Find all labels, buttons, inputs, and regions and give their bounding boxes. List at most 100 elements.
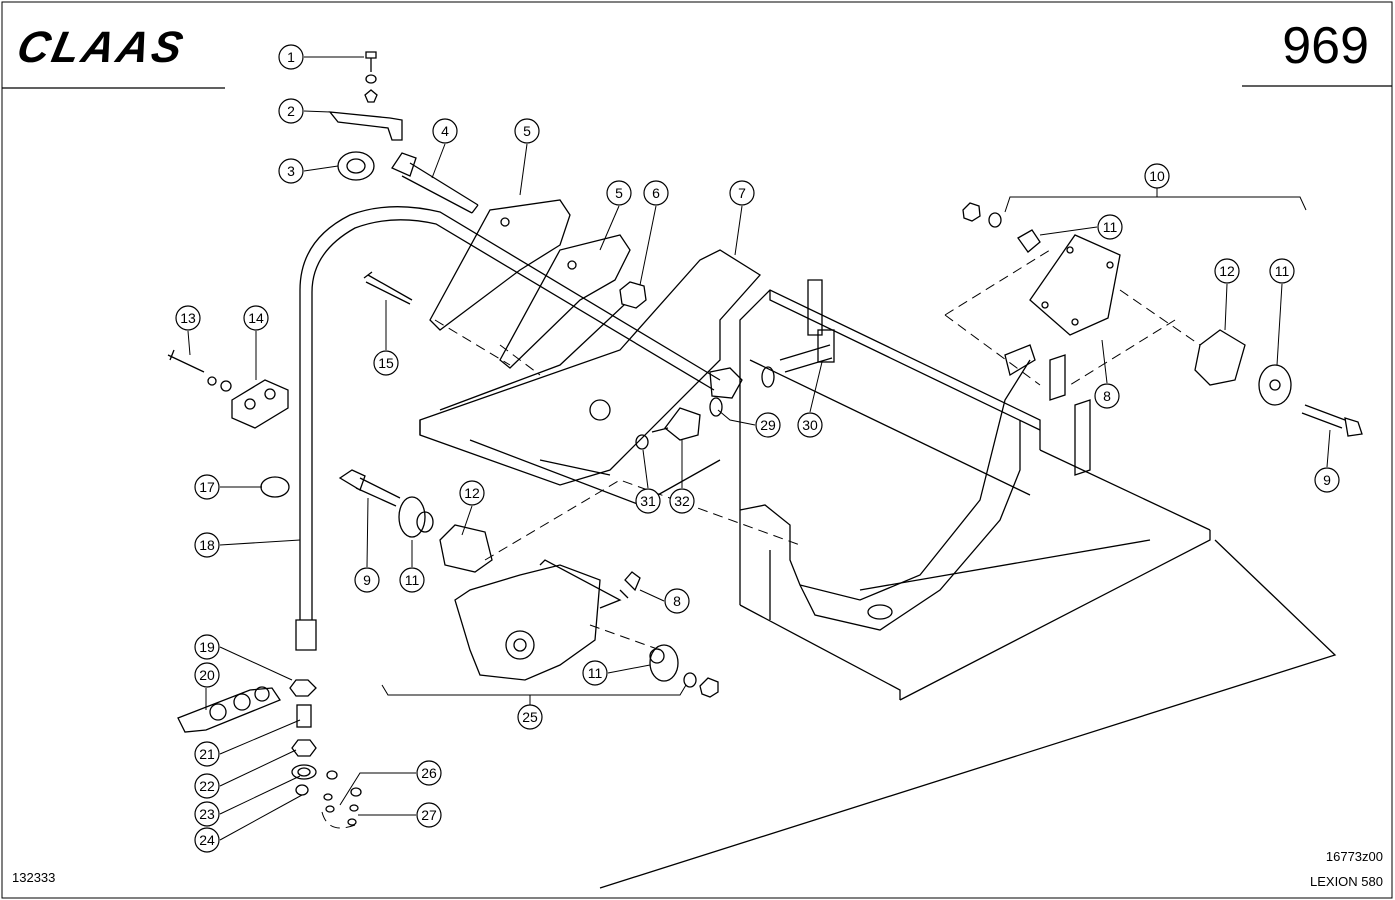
svg-text:21: 21 [199, 746, 215, 762]
orings-26-27 [321, 770, 362, 829]
screw-13 [167, 349, 232, 392]
svg-text:29: 29 [760, 417, 776, 433]
svg-text:14: 14 [248, 310, 264, 326]
nut-22 [291, 739, 317, 757]
bearing-housing [454, 559, 622, 681]
callout-group: 1 2 3 4 5 5 6 7 8 8 9 9 10 11 11 11 11 1… [175, 44, 1340, 853]
callout-17: 17 [194, 474, 220, 500]
callout-4: 4 [432, 118, 458, 144]
page-number: 969 [1282, 17, 1369, 75]
svg-text:8: 8 [673, 593, 681, 609]
svg-text:1: 1 [287, 49, 295, 65]
callout-21: 21 [194, 741, 220, 767]
svg-text:4: 4 [441, 123, 449, 139]
callout-7: 7 [729, 180, 755, 206]
svg-text:3: 3 [287, 163, 295, 179]
washer-11-right [1258, 364, 1292, 406]
washer-29 [709, 366, 775, 417]
callout-11d: 11 [582, 660, 608, 686]
callout-15: 15 [373, 350, 399, 376]
drawing-code: 16773z00 [1325, 849, 1383, 864]
svg-text:19: 19 [199, 639, 215, 655]
callout-24: 24 [194, 827, 220, 853]
clamp-3 [337, 151, 375, 181]
svg-text:9: 9 [363, 572, 371, 588]
svg-text:26: 26 [421, 765, 437, 781]
nut-6 [619, 281, 647, 309]
callout-1: 1 [278, 44, 304, 70]
svg-text:17: 17 [199, 479, 215, 495]
callout-2: 2 [278, 98, 304, 124]
base-frame [599, 289, 1337, 889]
svg-text:2: 2 [287, 103, 295, 119]
callout-13: 13 [175, 305, 201, 331]
bolt-1 [364, 51, 378, 103]
model-name: LEXION 580 [1310, 874, 1383, 889]
callout-11a: 11 [1097, 214, 1123, 240]
bolt-30 [779, 279, 835, 373]
callout-8b: 8 [664, 588, 690, 614]
callout-3: 3 [278, 158, 304, 184]
svg-text:7: 7 [738, 185, 746, 201]
callout-11b: 11 [1269, 258, 1295, 284]
document-number: 132333 [12, 870, 56, 885]
oring-24 [295, 784, 309, 796]
callout-11c: 11 [399, 567, 425, 593]
callout-31: 31 [635, 488, 661, 514]
svg-text:5: 5 [615, 185, 623, 201]
bolt-15 [363, 271, 413, 305]
hardware-10 [962, 202, 1002, 228]
svg-text:11: 11 [405, 572, 420, 588]
flange-plate [1017, 229, 1121, 336]
nut-19 [289, 679, 317, 697]
svg-text:6: 6 [652, 185, 660, 201]
svg-text:22: 22 [199, 778, 215, 794]
callout-8a: 8 [1094, 383, 1120, 409]
bushing-12-left [439, 524, 493, 573]
callout-6: 6 [643, 180, 669, 206]
svg-text:15: 15 [378, 355, 394, 371]
lower-hardware [619, 571, 719, 698]
svg-text:23: 23 [199, 806, 215, 822]
callout-5a: 5 [514, 118, 540, 144]
bolt-9-left [338, 469, 401, 507]
svg-text:30: 30 [802, 417, 818, 433]
callout-27: 27 [416, 802, 442, 828]
callout-12b: 12 [459, 480, 485, 506]
svg-text:25: 25 [522, 709, 538, 725]
svg-text:5: 5 [523, 123, 531, 139]
svg-text:32: 32 [674, 493, 690, 509]
hose-guard-20 [177, 686, 281, 733]
group-brackets [381, 188, 1307, 705]
assembly-lines [484, 249, 1201, 651]
svg-text:31: 31 [640, 493, 656, 509]
pivot-arm [739, 344, 1091, 631]
leader-lines [187, 56, 1331, 841]
bolt-4 [391, 152, 479, 214]
fitting-32 [651, 407, 701, 441]
seal-31 [635, 434, 649, 450]
washer-23 [291, 764, 317, 780]
main-beam [419, 249, 761, 506]
hose-clip-17 [260, 476, 290, 498]
hydraulic-hose [295, 206, 743, 651]
callout-9b: 9 [1314, 467, 1340, 493]
callout-20: 20 [194, 662, 220, 688]
svg-text:11: 11 [1103, 219, 1118, 235]
callout-29: 29 [755, 412, 781, 438]
svg-text:18: 18 [199, 537, 215, 553]
callout-19: 19 [194, 634, 220, 660]
svg-text:27: 27 [421, 807, 437, 823]
callout-10: 10 [1144, 163, 1170, 189]
callout-26: 26 [416, 760, 442, 786]
bushing-12-right [1194, 329, 1246, 386]
callout-9a: 9 [354, 567, 380, 593]
adapter-21 [296, 704, 312, 728]
svg-text:24: 24 [199, 832, 215, 848]
callout-14: 14 [243, 305, 269, 331]
svg-text:12: 12 [464, 485, 480, 501]
callout-12a: 12 [1214, 258, 1240, 284]
